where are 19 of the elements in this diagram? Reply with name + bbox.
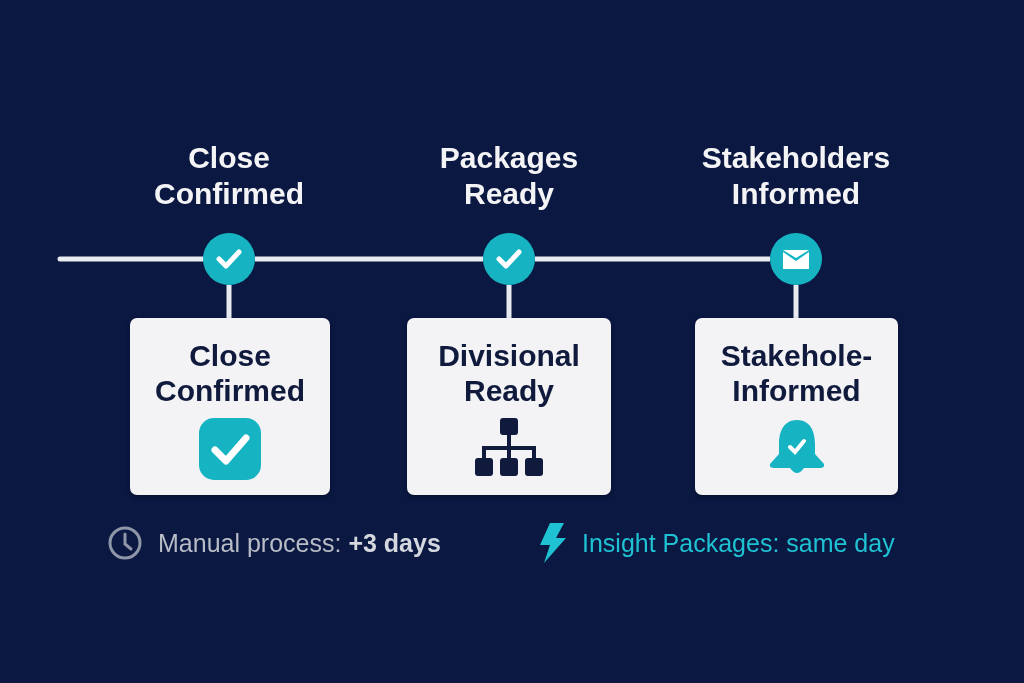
milestone-marker — [203, 233, 255, 285]
milestone-card — [695, 318, 898, 495]
milestone-heading: Packages Ready — [438, 140, 580, 212]
milestone-heading: Close Confirmed — [153, 140, 305, 212]
connector-line — [793, 285, 799, 318]
milestone-marker — [483, 233, 535, 285]
milestone-heading: Stakeholders Informed — [700, 140, 892, 212]
milestone-marker — [770, 233, 822, 285]
card-title: Close Confirmed — [154, 338, 306, 408]
note-text: Insight Packages: same day — [582, 528, 895, 558]
milestone-card — [407, 318, 611, 495]
connector-line — [255, 256, 483, 262]
connector-line — [506, 285, 512, 318]
note-text: Manual process: +3 days — [158, 528, 441, 558]
card-title: Divisional Ready — [437, 338, 581, 408]
connector-line — [535, 256, 770, 262]
connector-line — [226, 285, 232, 318]
card-title: Stakehole- Informed — [719, 338, 874, 408]
milestone-card — [130, 318, 330, 495]
